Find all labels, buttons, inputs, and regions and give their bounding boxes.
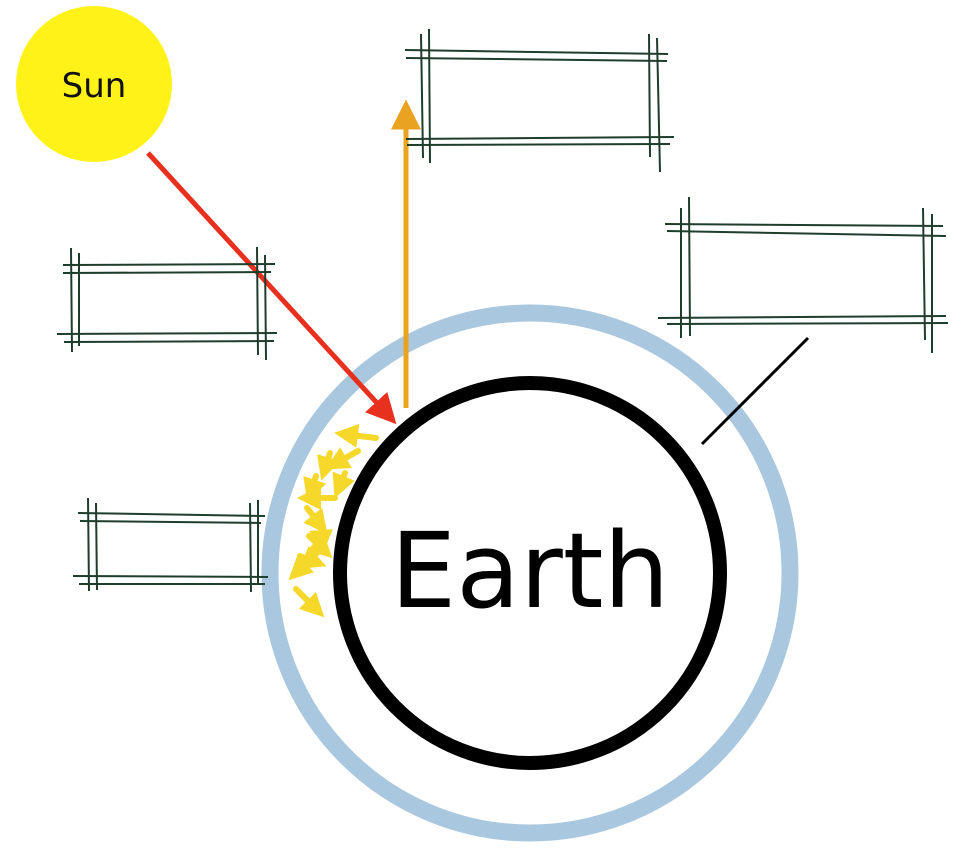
reradiated-arrow — [288, 547, 323, 581]
earth-label: Earth — [391, 510, 670, 632]
sun-circle — [16, 6, 172, 162]
reradiated-arrow — [325, 447, 361, 470]
reradiated-arrow — [334, 423, 379, 448]
earth-circle — [333, 376, 727, 770]
reradiated-heat-arrows — [288, 423, 379, 618]
sun-label: Sun — [62, 66, 127, 106]
label-box-top — [404, 28, 675, 173]
reradiated-arrow — [332, 470, 355, 499]
reradiated-arrow — [308, 515, 333, 554]
label-box-right — [657, 196, 949, 353]
reradiated-arrow — [303, 473, 327, 503]
incoming-radiation-arrow — [146, 151, 397, 425]
atmosphere-ring — [261, 304, 799, 842]
label-box-left-upper — [56, 246, 278, 361]
reradiated-arrow — [317, 450, 340, 481]
pointer-line — [700, 336, 810, 446]
label-box-left-lower — [72, 497, 269, 593]
reradiated-arrow — [293, 586, 325, 618]
